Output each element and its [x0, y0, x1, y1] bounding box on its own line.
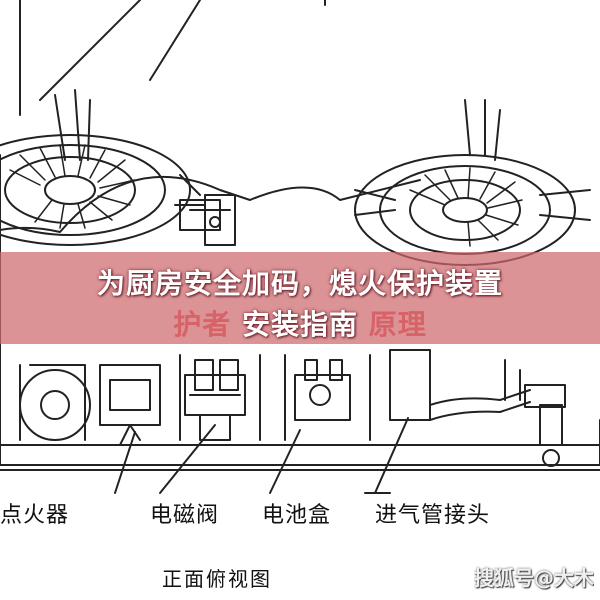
banner-faded-right: 原理 [368, 308, 427, 341]
battery-box [269, 349, 431, 494]
knob-left [19, 369, 91, 441]
igniter-box [99, 364, 161, 494]
left-pot-support [54, 89, 91, 161]
valve-assembly-top [179, 194, 236, 246]
right-burner-spokes [409, 167, 523, 247]
label-battery-box: 电池盒 [262, 503, 332, 528]
solenoid-valve [159, 359, 246, 494]
stove-body-outline [0, 154, 600, 466]
banner-title-line1: 为厨房安全加码，熄火保护装置 [96, 267, 503, 300]
banner-title-line2: 护者 安装指南 原理 [0, 303, 600, 343]
label-inlet-joint: 进气管接头 [375, 503, 491, 528]
label-solenoid-valve: 电磁阀 [150, 503, 220, 528]
right-pot-support [464, 99, 501, 161]
left-burner-spokes [9, 144, 136, 229]
view-caption: 正面俯视图 [162, 567, 272, 591]
left-burner [0, 134, 191, 246]
title-banner [0, 252, 600, 344]
banner-main-text: 安装指南 [241, 308, 358, 341]
watermark: 搜狐号@大木 [474, 566, 594, 590]
gas-inlet-pipe [429, 359, 566, 467]
banner-faded-left: 护者 [173, 308, 232, 341]
leader-line [39, 0, 141, 101]
label-igniter: 点火器 [0, 503, 70, 528]
